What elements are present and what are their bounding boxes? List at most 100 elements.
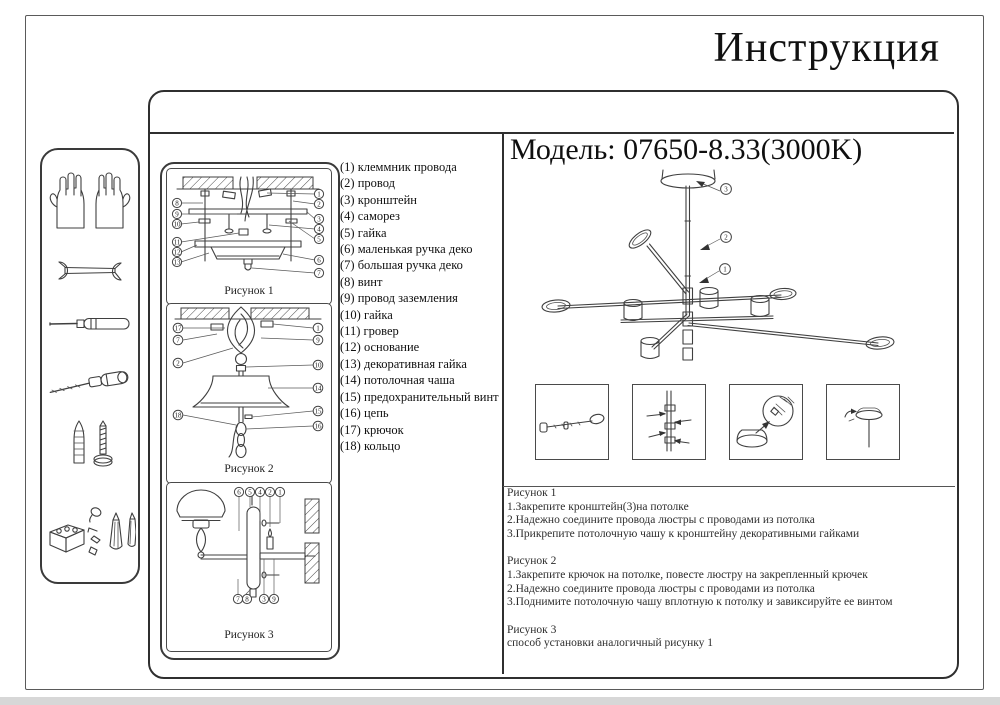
awl-screwdriver-icon	[42, 364, 138, 403]
figure2-panel: 17 7 2 18 1 9 10 14 15 16 Рисунок 2	[166, 303, 332, 484]
instructions-divider-line	[503, 486, 955, 487]
anchor-and-screw-icon	[42, 418, 138, 475]
instruction-step: 3.Поднимите потолочную чашу вплотную к п…	[507, 596, 893, 609]
callout-number: 4	[258, 488, 262, 496]
chandelier-callouts: 3 2 1	[719, 183, 732, 275]
header-divider-line	[149, 132, 954, 134]
callout-number: 1	[278, 488, 282, 496]
callout-number: 8	[175, 199, 179, 207]
page-border	[25, 15, 984, 690]
callout-number: 2	[317, 200, 321, 208]
part-item: (15) предохранительный винт	[340, 389, 499, 404]
instruction-step: способ установки аналогичный рисунку 1	[507, 637, 714, 650]
chandelier-drawing: 3 2 1	[541, 169, 895, 361]
figure3-callouts-top: 6 5 4 2 1	[233, 486, 286, 498]
figure3-callouts-bottom: 7 8 3 9	[232, 593, 280, 605]
tools-sidebar	[40, 148, 140, 584]
figure2-callouts-right: 1 9 10 14 15 16	[312, 322, 324, 432]
callout-number: 7	[176, 336, 180, 344]
callout-number: 14	[315, 384, 323, 392]
part-item: (14) потолочная чаша	[340, 373, 455, 388]
column-divider-line	[502, 133, 504, 674]
part-item: (10) гайка	[340, 307, 393, 322]
figure1-panel: 8 9 10 11 12 13 1 2 3 4 5 6 7 Рисунок 1	[166, 168, 332, 305]
callout-number: 7	[317, 269, 321, 277]
callout-number: 9	[175, 210, 179, 218]
part-item: (3) кронштейн	[340, 192, 417, 207]
figure1-callouts-right: 1 2 3 4 5 6 7	[313, 188, 325, 279]
part-item: (7) большая ручка деко	[340, 258, 463, 273]
callout-number: 9	[272, 595, 276, 603]
shade-screw-detail-icon	[736, 395, 795, 448]
gloves-icon	[42, 170, 138, 237]
instruction-step: 1.Закрепите крючок на потолке, повесте л…	[507, 568, 868, 581]
wrench-icon	[42, 258, 138, 289]
part-item: (13) декоративная гайка	[340, 356, 467, 371]
callout-number: 9	[316, 336, 320, 344]
callout-number: 3	[317, 215, 321, 223]
instruction-step: 2.Надежно соедините провода люстры с про…	[507, 582, 815, 595]
part-item: (4) саморез	[340, 209, 400, 224]
figure1-caption: Рисунок 1	[224, 285, 274, 297]
callout-number: 5	[248, 488, 252, 496]
callout-number: 18	[175, 411, 183, 419]
callout-number: 2	[176, 359, 180, 367]
instruction-step: 1.Закрепите кронштейн(3)на потолке	[507, 500, 689, 513]
callout-number: 3	[262, 595, 266, 603]
page-title: Инструкция	[713, 25, 940, 71]
part-item: (9) провод заземления	[340, 291, 458, 306]
callout-number: 8	[245, 595, 249, 603]
instruction-figure-heading: Рисунок 3	[507, 623, 557, 636]
part-item: (18) кольцо	[340, 438, 401, 453]
assembly-step-box-4	[826, 384, 900, 460]
main-content-box	[148, 90, 959, 679]
part-item: (11) гровер	[340, 324, 399, 339]
figures-column	[160, 162, 340, 660]
assembly-step-box-2	[632, 384, 706, 460]
figure3-panel: 6 5 4 2 1 7 8 3 9 Рисунок 3	[166, 482, 332, 652]
part-item: (8) винт	[340, 274, 383, 289]
callout-number: 10	[315, 361, 323, 369]
assembly-step-box-3	[729, 384, 803, 460]
screwdriver-icon	[42, 314, 138, 339]
top-shade-attach-icon	[844, 407, 883, 448]
instruction-figure-heading: Рисунок 2	[507, 555, 557, 568]
part-item: (6) маленькая ручка деко	[340, 242, 473, 257]
model-label: Модель: 07650-8.33(3000K)	[510, 133, 863, 166]
callout-number: 17	[175, 324, 183, 332]
callout-number: 15	[315, 407, 323, 415]
figure2-caption: Рисунок 2	[224, 463, 274, 475]
figure2-drawing: 17 7 2 18 1 9 10 14 15 16	[172, 306, 324, 459]
part-item: (1) клеммник провода	[340, 160, 457, 174]
parts-list: (1) клеммник провода (2) провод(3) кроншт…	[340, 159, 504, 454]
callout-number: 13	[174, 258, 182, 266]
callout-number: 16	[315, 422, 323, 430]
part-item: (16) цепь	[340, 406, 389, 421]
arm-rod-icon	[539, 413, 605, 433]
instruction-figure-heading: Рисунок 1	[507, 487, 557, 499]
assembly-step-box-1	[535, 384, 609, 460]
figure3-caption: Рисунок 3	[224, 629, 274, 641]
callout-number: 4	[317, 225, 321, 233]
part-item: (2) провод	[340, 176, 395, 191]
callout-number: 7	[236, 595, 240, 603]
callout-number: 2	[724, 234, 728, 242]
part-item: (5) гайка	[340, 225, 387, 240]
scan-edge	[0, 697, 1000, 705]
callout-number: 12	[174, 248, 182, 256]
callout-number: 1	[317, 190, 321, 198]
terminal-and-anchors-icon	[42, 502, 138, 567]
instruction-step: 3.Прикрепите потолочную чашу к кронштейн…	[507, 527, 860, 540]
callout-number: 3	[724, 186, 728, 194]
callout-number: 5	[317, 235, 321, 243]
figure2-callouts-left: 17 7 2 18	[172, 322, 184, 421]
callout-number: 11	[174, 238, 181, 246]
figure3-drawing: 6 5 4 2 1 7 8 3 9	[176, 486, 320, 605]
callout-number: 6	[237, 488, 241, 496]
figure1-callouts-left: 8 9 10 11 12 13	[171, 197, 183, 268]
attach-arms-icon	[646, 390, 692, 452]
callout-number: 1	[316, 324, 320, 332]
callout-number: 2	[268, 488, 272, 496]
